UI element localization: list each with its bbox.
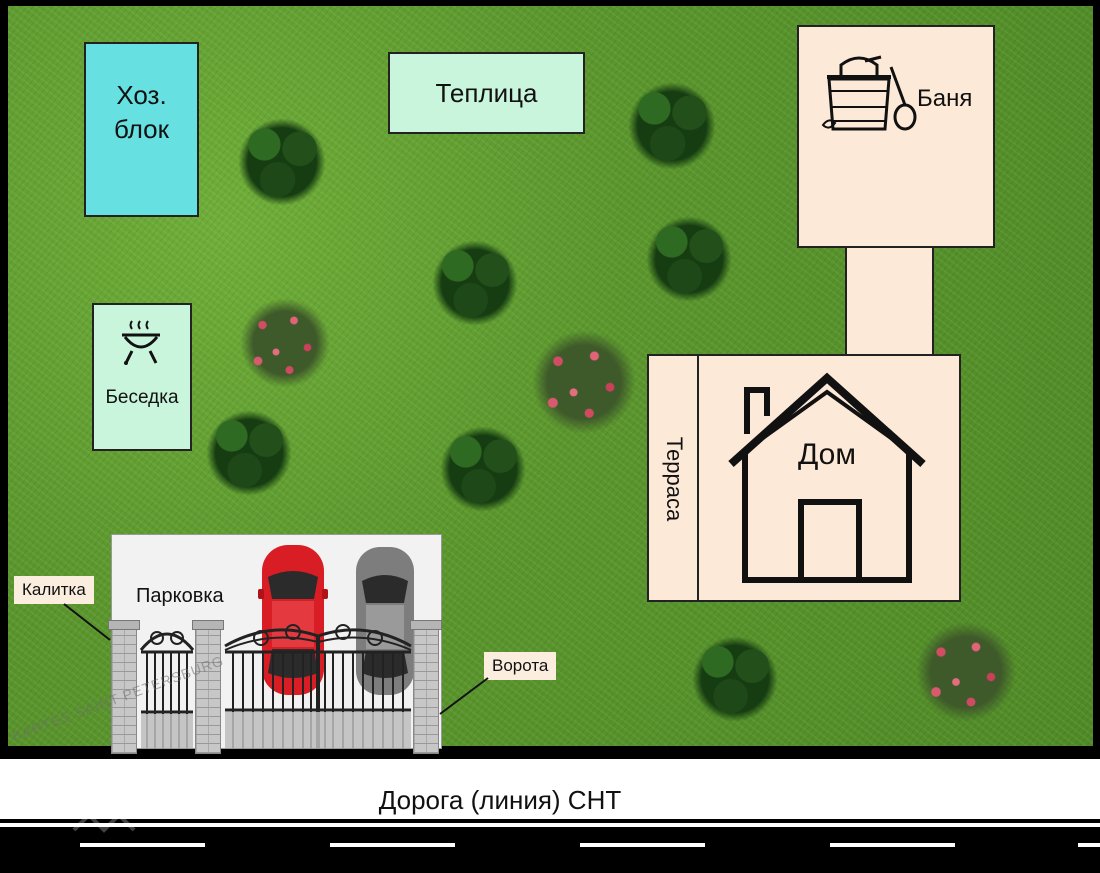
gate-pillar-cap [108,620,140,630]
road-dash [580,843,705,847]
terrace: Терраса [649,356,699,600]
rose-bush [240,298,330,388]
gate-pillar-middle [195,626,221,754]
wicket-gate [139,631,195,748]
wicket-pointer [63,603,111,641]
gate-pillar-cap [192,620,224,630]
wicket-callout: Калитка [14,576,94,604]
red-car [258,545,328,695]
bathhouse-label: Баня [917,85,973,112]
utility-block: Хоз. блок [84,42,199,217]
grill-icon [122,320,160,365]
road-dash [80,843,205,847]
green-bush [692,636,778,722]
house-label: Дом [798,438,856,471]
house: Терраса Дом [647,354,961,602]
gates-callout: Ворота [484,652,557,680]
rose-bush [532,330,636,434]
road-label: Дорога (линия) СНТ [378,785,622,815]
green-bush [238,118,326,206]
road-dash [1078,843,1100,847]
rose-bush [916,622,1016,722]
gate-pillar-right [413,626,439,754]
main-gates [224,624,412,748]
greenhouse-label: Теплица [435,78,538,108]
bathhouse: Баня [797,25,995,248]
road-dash [830,843,955,847]
house-outline-icon [728,372,926,583]
gazebo-label: Беседка [105,387,179,408]
green-bush [432,240,518,326]
utility-block-label: Хоз. блок [113,80,170,144]
road-dash [330,843,455,847]
walkway [845,246,934,358]
green-bush [646,216,732,302]
greenhouse: Теплица [388,52,585,134]
green-bush [440,426,526,512]
road-shoulder [0,759,1100,819]
green-bush [628,82,716,170]
bucket-ladle-icon [821,55,917,131]
green-bush [206,410,292,496]
gates-pointer [439,677,489,715]
road-edge-line [0,823,1100,827]
terrace-label: Терраса [662,436,687,522]
gazebo: Беседка [92,303,192,451]
parking-label: Парковка [136,585,224,607]
gate-pillar-left [111,626,137,754]
gate-pillar-cap [410,620,442,630]
